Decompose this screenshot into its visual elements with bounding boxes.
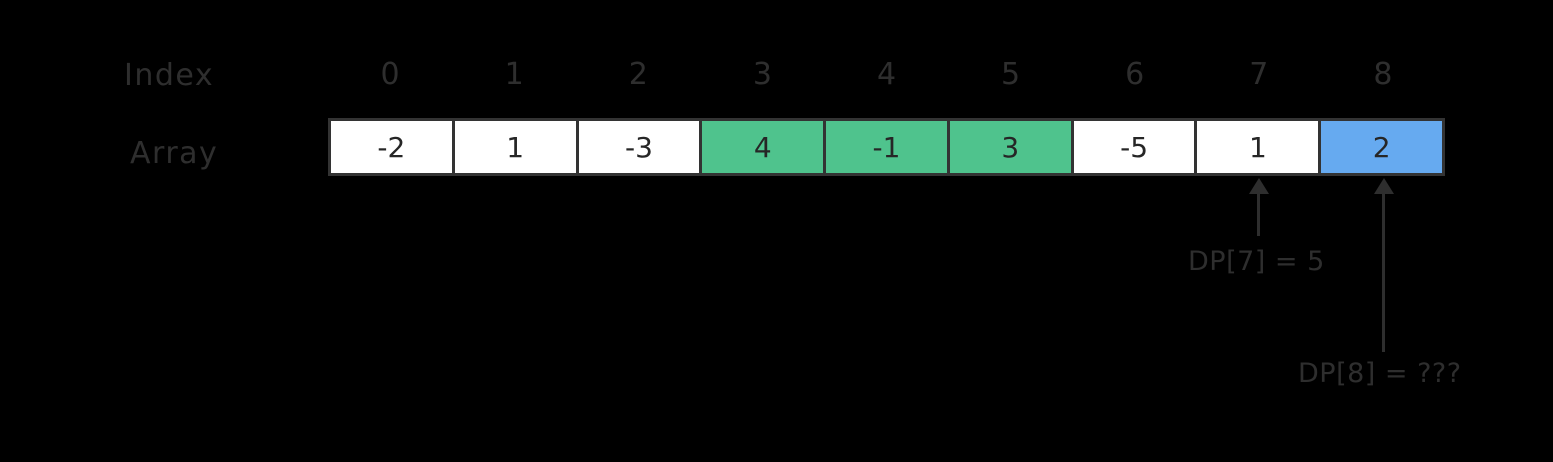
array-strip: -2 1 -3 4 -1 3 -5 1 2	[328, 118, 1445, 176]
array-cell-1: 1	[454, 121, 579, 173]
index-tick-8: 8	[1373, 57, 1393, 92]
array-cell-5: 3	[949, 121, 1074, 173]
array-cell-0: -2	[331, 121, 455, 173]
index-tick-5: 5	[1001, 57, 1021, 92]
index-tick-4: 4	[876, 57, 897, 92]
index-tick-6: 6	[1125, 57, 1145, 92]
dp7-annotation-label: DP[7] = 5	[1188, 246, 1325, 277]
array-cell-4: -1	[826, 121, 950, 173]
dp8-annotation-label: DP[8] = ???	[1298, 358, 1462, 389]
index-tick-2: 2	[628, 57, 648, 92]
array-cell-3: 4	[702, 121, 827, 173]
array-cell-8: 2	[1321, 121, 1443, 173]
array-cell-6: -5	[1073, 121, 1198, 173]
index-row-label: Index	[124, 58, 215, 93]
dp7-arrow-up-icon	[1257, 192, 1260, 236]
index-tick-7: 7	[1249, 57, 1269, 92]
array-row-label: Array	[130, 136, 219, 171]
index-tick-0: 0	[380, 57, 400, 92]
array-cell-7: 1	[1197, 121, 1322, 173]
index-tick-3: 3	[752, 57, 772, 92]
index-tick-row: 0 1 2 3 4 5 6 7 8	[328, 55, 1445, 95]
dp8-arrow-up-icon	[1382, 192, 1385, 352]
array-cell-2: -3	[578, 121, 703, 173]
index-tick-1: 1	[504, 57, 524, 92]
